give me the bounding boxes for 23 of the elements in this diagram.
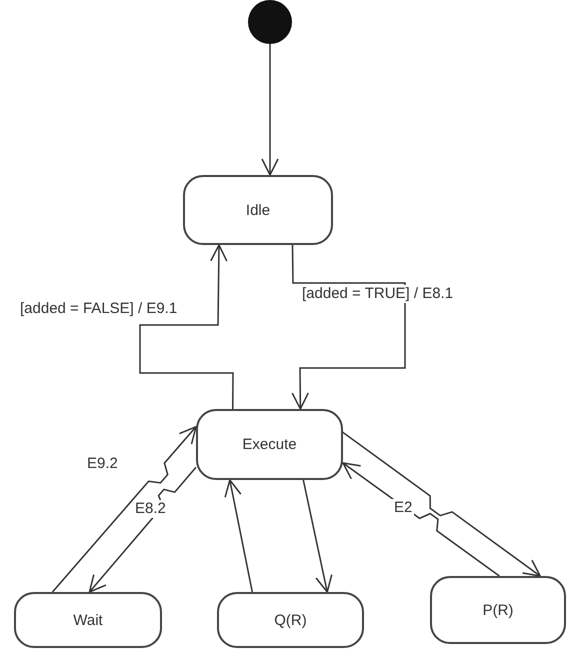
initial-state-dot (248, 0, 292, 44)
state-name: Execute (242, 436, 297, 453)
transition-arrow (342, 462, 500, 577)
transition-arrow (224, 479, 254, 592)
transition-arrow (88, 466, 197, 593)
edge-label: [added = TRUE] / E8.1 (300, 285, 456, 303)
state-box (217, 592, 364, 648)
transition-arrow (291, 244, 406, 410)
transition-arrow (261, 44, 279, 176)
state-name: P(R) (482, 602, 514, 618)
state-box (196, 409, 343, 480)
transition-arrow (139, 244, 234, 409)
transition-arrow (52, 426, 197, 592)
state-box (14, 592, 162, 648)
state-name: Q(R) (274, 612, 307, 628)
edge-label: [added = FALSE] / E9.1 (18, 300, 180, 318)
state-name: Idle (246, 202, 270, 218)
edge-label: E8.2 (133, 500, 168, 518)
state-box (430, 576, 566, 644)
state-name: Wait (73, 612, 103, 628)
transition-arrow (302, 480, 332, 593)
edge-label: E2 (392, 499, 414, 517)
state-box (183, 175, 333, 245)
